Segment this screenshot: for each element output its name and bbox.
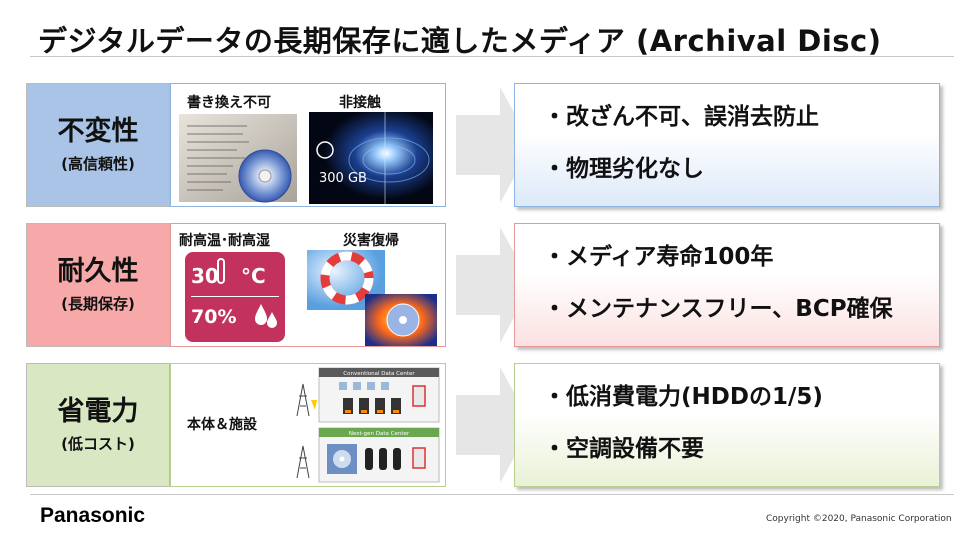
arrow-right-icon xyxy=(456,367,532,483)
label-box: 省電力 (低コスト) xyxy=(26,363,170,487)
water-drop-icon xyxy=(255,304,277,328)
result-item: ・低消費電力(HDDの1/5) xyxy=(543,384,823,410)
stone-tablet-disc-image xyxy=(179,114,297,203)
caption: 災害復帰 xyxy=(343,233,399,249)
row-immutability: 不変性 (高信頼性) 書き換え不可 非接触 xyxy=(26,83,940,207)
result-box: ・低消費電力(HDDの1/5) ・空調設備不要 xyxy=(514,363,940,487)
arrow-right-icon xyxy=(456,87,532,203)
result-item: ・物理劣化なし xyxy=(543,156,704,182)
row-durability: 耐久性 (長期保存) 耐高温･耐高湿 災害復帰 30 °C 70% xyxy=(26,223,940,347)
row-label: 耐久性 xyxy=(57,255,139,287)
image-panel: 書き換え不可 非接触 xyxy=(170,83,446,207)
result-item: ・メンテナンスフリー、BCP確保 xyxy=(543,296,893,322)
temperature-humidity-badge: 30 °C 70% xyxy=(185,252,285,342)
result-box: ・改ざん不可、誤消去防止 ・物理劣化なし xyxy=(514,83,940,207)
temperature-value: 30 xyxy=(191,264,219,288)
copyright: Copyright ©2020, Panasonic Corporation xyxy=(766,514,952,524)
nextgen-label: Next-gen Data Center xyxy=(349,431,410,437)
disaster-recovery-image xyxy=(307,250,437,346)
label-box: 不変性 (高信頼性) xyxy=(26,83,170,207)
result-box: ・メディア寿命100年 ・メンテナンスフリー、BCP確保 xyxy=(514,223,940,347)
conventional-label: Conventional Data Center xyxy=(343,371,415,377)
caption: 書き換え不可 xyxy=(187,95,271,111)
temperature-unit: °C xyxy=(241,264,266,288)
footer-divider xyxy=(30,494,954,495)
image-panel: 本体＆施設 Conventional Data Center Next-gen … xyxy=(170,363,446,487)
humidity-value: 70% xyxy=(191,306,237,328)
arrow-right-icon xyxy=(456,227,532,343)
result-item: ・メディア寿命100年 xyxy=(543,244,774,270)
image-panel: 耐高温･耐高湿 災害復帰 30 °C 70% xyxy=(170,223,446,347)
result-item: ・空調設備不要 xyxy=(543,436,704,462)
caption: 非接触 xyxy=(339,95,381,111)
caption: 耐高温･耐高湿 xyxy=(179,233,270,249)
caption: 本体＆施設 xyxy=(187,417,257,433)
row-label: 不変性 xyxy=(57,115,139,147)
row-power-saving: 省電力 (低コスト) 本体＆施設 Conventional Data Cente… xyxy=(26,363,940,487)
result-item: ・改ざん不可、誤消去防止 xyxy=(543,104,819,130)
label-box: 耐久性 (長期保存) xyxy=(26,223,170,347)
archival-disc-image: 300 GB xyxy=(309,112,433,204)
row-sublabel: (低コスト) xyxy=(61,435,135,454)
brand-logo: Panasonic xyxy=(40,504,146,527)
slide-title: デジタルデータの長期保存に適したメディア (Archival Disc) xyxy=(38,24,882,58)
data-center-diagram: Conventional Data Center Next-gen Data C… xyxy=(296,367,440,483)
thermometer-icon xyxy=(217,258,225,284)
title-divider xyxy=(30,56,954,57)
row-label: 省電力 xyxy=(57,395,139,427)
disc-capacity: 300 GB xyxy=(319,171,367,186)
row-sublabel: (高信頼性) xyxy=(61,155,135,174)
row-sublabel: (長期保存) xyxy=(61,295,135,314)
